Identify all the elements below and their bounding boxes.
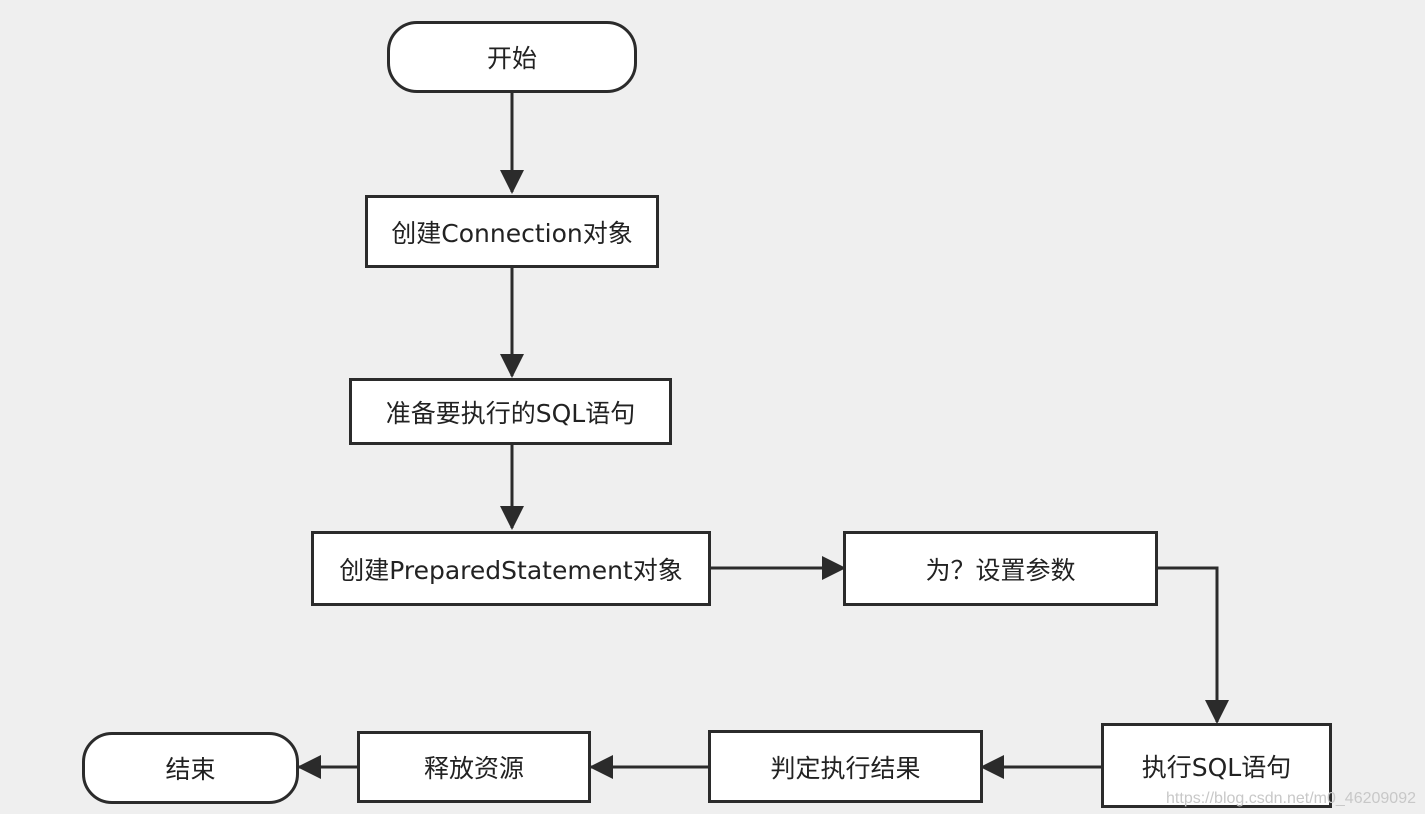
node-release: 释放资源 [357,731,591,803]
edge-params-to-execute [1157,566,1229,724]
node-set-params: 为？设置参数 [843,531,1158,606]
node-prepare-sql: 准备要执行的SQL语句 [349,378,672,445]
node-create-statement: 创建PreparedStatement对象 [311,531,711,606]
node-start: 开始 [387,21,637,93]
node-end: 结束 [82,732,299,804]
node-create-connection: 创建Connection对象 [365,195,659,268]
watermark: https://blog.csdn.net/m0_46209092 [1166,790,1416,807]
node-execute-sql: 执行SQL语句 [1101,723,1332,808]
node-judge-result: 判定执行结果 [708,730,983,803]
